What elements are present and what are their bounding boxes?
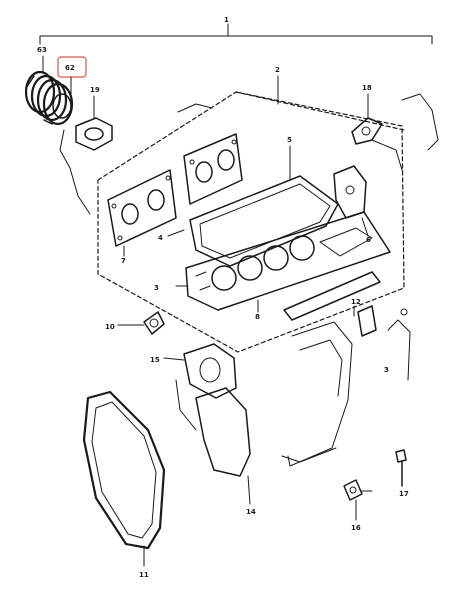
housing-top-outline (177, 103, 213, 113)
housing-right-outline (401, 93, 439, 151)
engine-block-outline (97, 91, 405, 353)
housing-left-outline (59, 129, 91, 215)
callout-11: 11 (139, 571, 149, 579)
callout-19: 19 (90, 86, 100, 94)
part-11-oil-pan-gasket (82, 390, 166, 550)
callout-1-bracket (39, 23, 433, 45)
pipe-fragment (281, 447, 337, 463)
part-7-manifold-gasket-left (107, 169, 177, 247)
part-17-drain-plug (395, 449, 407, 487)
leader-14 (247, 475, 251, 505)
housing-right-inner (371, 139, 403, 171)
part-5-valve-cover-gasket (189, 175, 339, 267)
highlight-box-62 (57, 56, 87, 78)
part-15-water-pump-gasket (183, 343, 237, 399)
callout-12: 12 (351, 298, 361, 306)
part-16-washer (343, 479, 373, 501)
callout-4: 4 (158, 234, 163, 242)
lower-housing-inner (299, 339, 343, 397)
callout-14: 14 (246, 508, 256, 516)
lower-housing-outline (287, 321, 353, 467)
washer-right (400, 308, 408, 316)
callout-1: 1 (224, 16, 229, 24)
housing-right-lower (387, 319, 411, 381)
callout-18: 18 (362, 84, 372, 92)
part-12-small-gasket (357, 305, 377, 337)
part-4-manifold-gasket-center (183, 133, 243, 205)
callout-5: 5 (287, 136, 292, 144)
part-19-flange-gasket (75, 117, 113, 151)
callout-7: 7 (121, 257, 126, 265)
callout-3a: 3 (154, 284, 159, 292)
callout-15: 15 (150, 356, 160, 364)
callout-62: 62 (65, 64, 75, 72)
callout-3b: 3 (384, 366, 389, 374)
callout-8: 8 (255, 313, 260, 321)
callout-10: 10 (105, 323, 115, 331)
callout-2: 2 (275, 66, 280, 74)
part-10-round-seal (143, 311, 165, 335)
part-14-timing-cover-gasket (175, 379, 251, 477)
leader-6 (361, 217, 369, 237)
part-6-side-gasket (333, 165, 367, 219)
part-8-lower-gasket-strip (283, 271, 381, 321)
leader-15 (163, 357, 185, 361)
callout-16: 16 (351, 524, 361, 532)
callout-17: 17 (399, 490, 409, 498)
part-8-cylinder-head-gasket (185, 211, 391, 311)
part-18-thermostat-gasket (351, 117, 383, 145)
part-63-oil-seal-stack (24, 70, 74, 126)
leader-4 (167, 229, 185, 237)
callout-63: 63 (37, 46, 47, 54)
